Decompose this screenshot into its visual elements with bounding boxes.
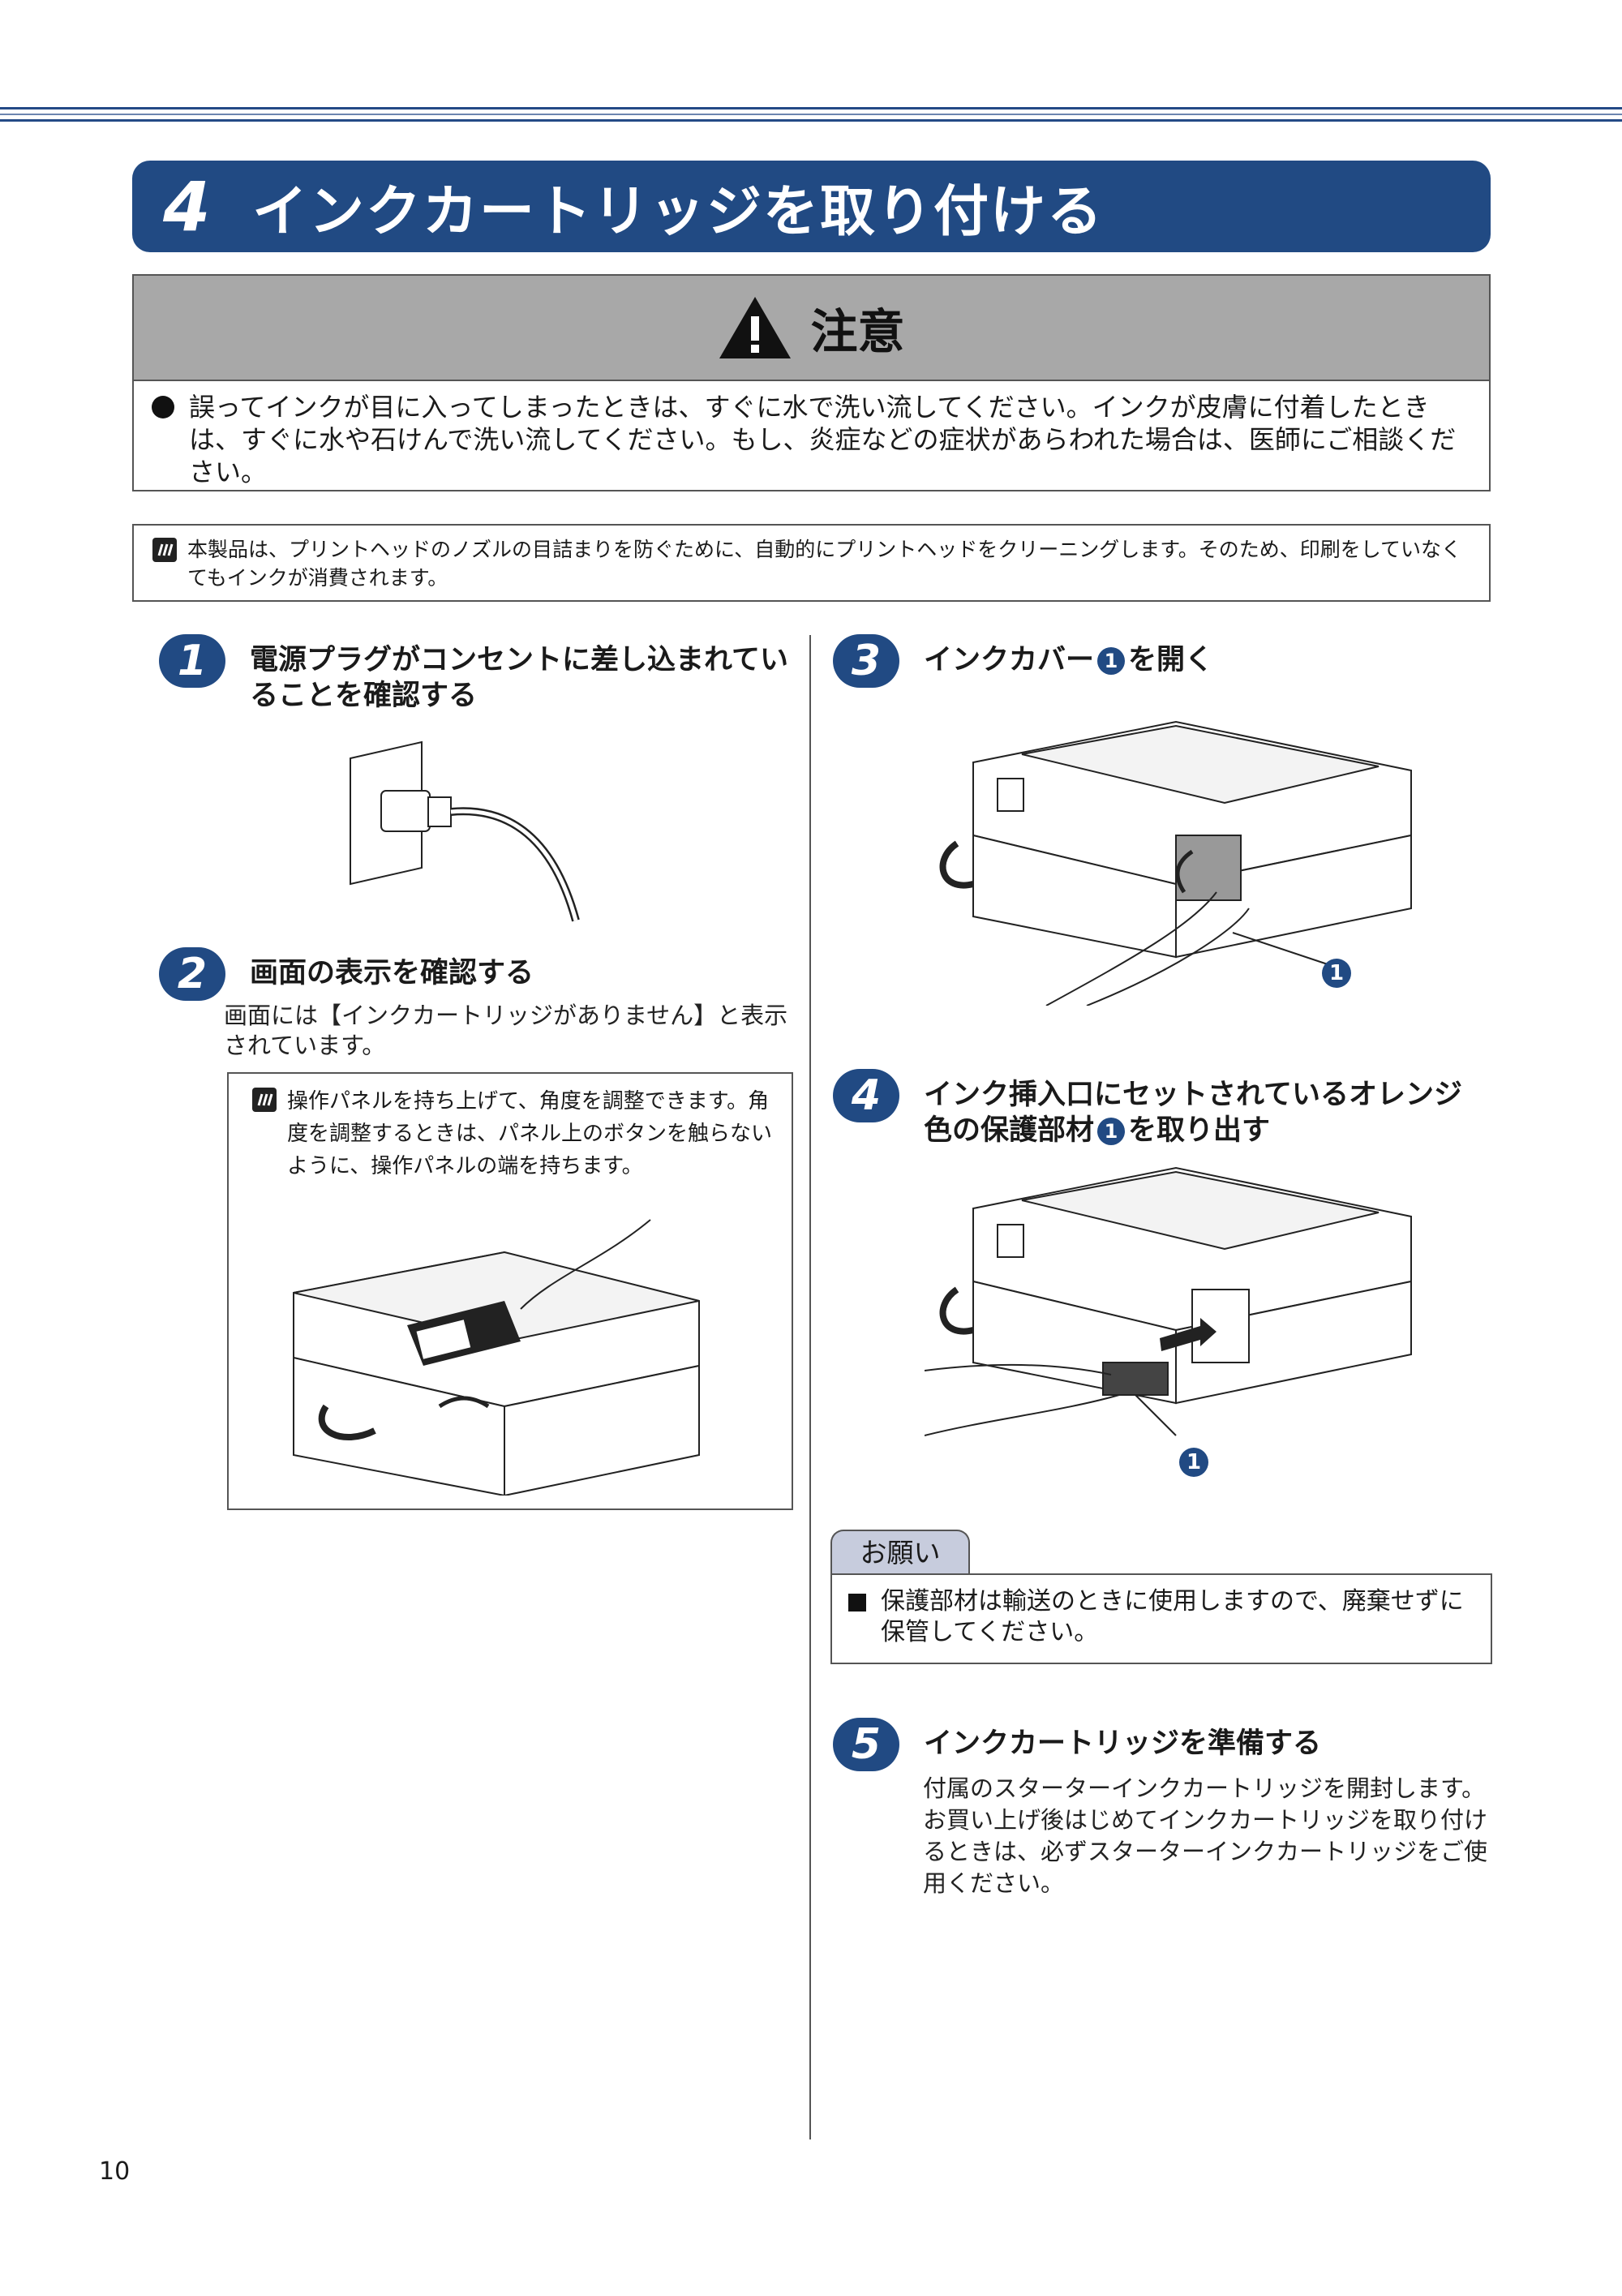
- ink-cover-illustration: [925, 714, 1427, 1006]
- memo-icon: [252, 1088, 277, 1112]
- hint-box: 操作パネルを持ち上げて、角度を調整できます。角度を調整するときは、パネル上のボタ…: [227, 1072, 793, 1510]
- memo-icon: [152, 538, 177, 562]
- panel-adjust-illustration: [261, 1204, 764, 1497]
- request-box: 保護部材は輸送のときに使用しますので、廃棄せずに保管してください。: [830, 1573, 1492, 1664]
- caution-header: 注意: [134, 276, 1489, 381]
- request-text: 保護部材は輸送のときに使用しますので、廃棄せずに保管してください。: [881, 1587, 1464, 1646]
- power-plug-illustration: [341, 734, 584, 937]
- step-2: 2 画面の表示を確認する: [159, 947, 800, 1001]
- step-badge: 3: [833, 634, 899, 688]
- page-number: 10: [99, 2157, 131, 2186]
- step-5-description: 付属のスターターインクカートリッジを開封します。お買い上げ後はじめてインクカート…: [923, 1775, 1488, 1897]
- step-title: インクカートリッジを準備する: [924, 1727, 1322, 1760]
- square-bullet-icon: [848, 1594, 866, 1611]
- step-5: 5 インクカートリッジを準備する: [833, 1718, 1490, 1771]
- step-2-description: 画面には【インクカートリッジがありません】と表示されています。: [224, 1002, 788, 1059]
- caution-text: 誤ってインクが目に入ってしまったときは、すぐに水で洗い流してください。インクが皮…: [189, 392, 1457, 487]
- request-tab: お願い: [830, 1530, 970, 1575]
- caution-box: 注意 誤ってインクが目に入ってしまったときは、すぐに水で洗い流してください。イン…: [132, 274, 1491, 491]
- hint-text: 操作パネルを持ち上げて、角度を調整できます。角度を調整するときは、パネル上のボタ…: [287, 1089, 773, 1178]
- step-badge: 1: [159, 634, 225, 688]
- step-title: 電源プラグがコンセントに差し込まれていることを確認する: [250, 644, 788, 712]
- step-1: 1 電源プラグがコンセントに差し込まれていることを確認する: [159, 634, 800, 714]
- step-title: 画面の表示を確認する: [250, 957, 534, 989]
- callout-number: 1: [1097, 1118, 1126, 1145]
- section-title-bar: 4 インクカートリッジを取り付ける: [132, 161, 1491, 252]
- note-box: 本製品は、プリントヘッドのノズルの目詰まりを防ぐために、自動的にプリントヘッドを…: [132, 524, 1491, 602]
- callout-number: 1: [1179, 1448, 1208, 1477]
- step-badge: 4: [833, 1069, 899, 1122]
- callout-number: 1: [1097, 647, 1126, 675]
- step-badge: 5: [833, 1718, 899, 1771]
- header-rule: [0, 107, 1622, 126]
- section-title: インクカートリッジを取り付ける: [252, 180, 1105, 244]
- warning-icon: [719, 297, 792, 358]
- callout-number: 1: [1322, 959, 1351, 988]
- note-text: 本製品は、プリントヘッドのノズルの目詰まりを防ぐために、自動的にプリントヘッドを…: [187, 538, 1462, 590]
- section-number: 4: [163, 166, 211, 247]
- caution-title: 注意: [810, 304, 905, 359]
- column-divider: [809, 635, 811, 2139]
- step-badge: 2: [159, 947, 225, 1001]
- protective-part-illustration: [924, 1160, 1427, 1460]
- bullet-icon: [152, 396, 174, 418]
